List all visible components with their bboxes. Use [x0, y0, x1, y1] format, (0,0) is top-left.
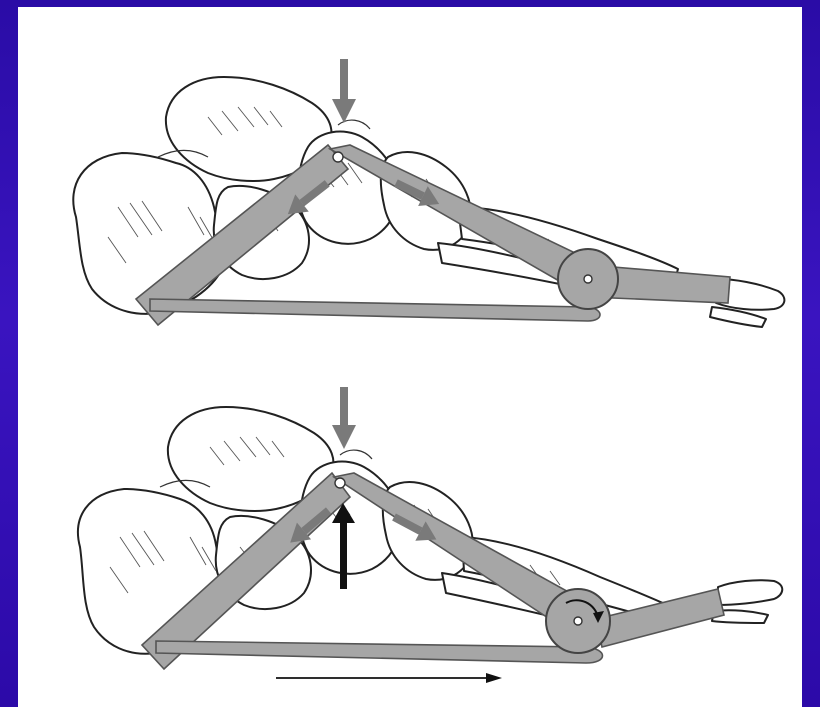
- windlass-diagram-panel: [18, 7, 802, 707]
- windlass-mechanism-figure: [18, 7, 802, 707]
- bottom-apex-pin: [335, 478, 345, 488]
- bottom-foot-diagram: [78, 387, 782, 683]
- bottom-downward-load-arrow: [332, 387, 356, 449]
- top-pulley-pin: [584, 275, 592, 283]
- top-apex-pin: [333, 152, 343, 162]
- top-downward-load-arrow: [332, 59, 356, 123]
- bottom-tension-arrow: [276, 673, 502, 683]
- bottom-plantar-fascia-tie: [156, 641, 603, 663]
- top-foot-diagram: [73, 59, 784, 327]
- top-plantar-fascia-tie: [150, 299, 600, 321]
- bottom-pulley-pin: [574, 617, 582, 625]
